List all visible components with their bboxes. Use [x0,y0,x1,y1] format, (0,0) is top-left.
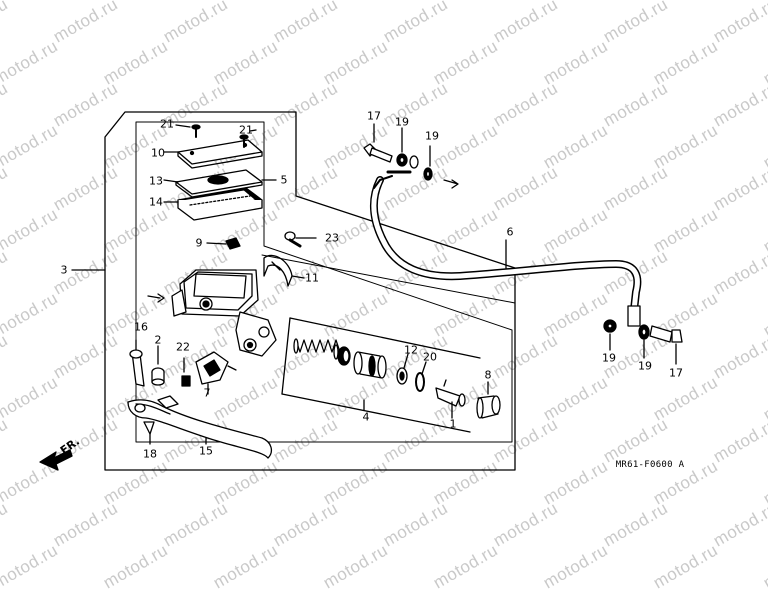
brake-lever [127,395,273,459]
banjo-bolt-top [363,123,393,163]
callout-23: 23 [325,231,339,245]
callout-19-top-right: 19 [425,129,439,143]
callout-20: 20 [423,350,437,364]
bolt-23 [284,231,317,248]
brake-hose [369,170,642,327]
exploded-view-drawing [39,111,683,471]
callout-16: 16 [134,320,148,334]
callout-9: 9 [195,236,203,250]
sealing-washer-top-1 [396,127,408,167]
callout-2: 2 [154,333,162,347]
holder-11 [263,254,293,287]
switch-screw [181,357,191,387]
push-rod [435,379,466,419]
piston-set [281,317,481,433]
callout-19-top-left: 19 [395,115,409,129]
callout-19-bottom-right: 19 [638,359,652,373]
callout-13: 13 [149,174,163,188]
callout-21-left: 21 [160,117,174,131]
callout-15: 15 [199,444,213,458]
banjo-bolt-bottom [649,325,683,365]
pivot-collar [151,345,165,386]
lever-nut [143,421,155,445]
screw-9 [206,237,241,250]
callout-6: 6 [506,225,514,239]
screw-21-left [191,124,201,138]
sealing-washer-bottom-2 [638,324,650,359]
sealing-washer-top-2 [409,145,433,181]
dust-boot [476,381,501,419]
callout-18: 18 [143,447,157,461]
callout-22: 22 [176,340,190,354]
callout-14: 14 [149,195,163,209]
callout-21-right: 21 [239,123,253,137]
callout-12: 12 [404,343,418,357]
reservoir-group-outline [135,121,513,443]
callout-10: 10 [151,146,165,160]
callout-5: 5 [280,173,288,187]
screw-21-right [239,134,249,148]
callout-8: 8 [484,368,492,382]
callout-19-bottom-left: 19 [602,351,616,365]
callout-7: 7 [203,386,211,400]
front-direction-arrow [39,449,73,471]
lever-pivot-bolt [129,339,145,387]
callout-1: 1 [449,417,457,431]
diagram-code: MR61-F0600 A [615,460,685,470]
callout-11: 11 [305,271,319,285]
callout-4: 4 [362,410,370,424]
assembly-frame-outline [104,111,516,471]
brake-switch [195,351,237,395]
master-cylinder-body [171,269,277,357]
callout-17-bottom: 17 [669,366,683,380]
callout-3: 3 [60,263,68,277]
sealing-washer-bottom-1 [603,319,617,351]
callout-17-top: 17 [367,109,381,123]
